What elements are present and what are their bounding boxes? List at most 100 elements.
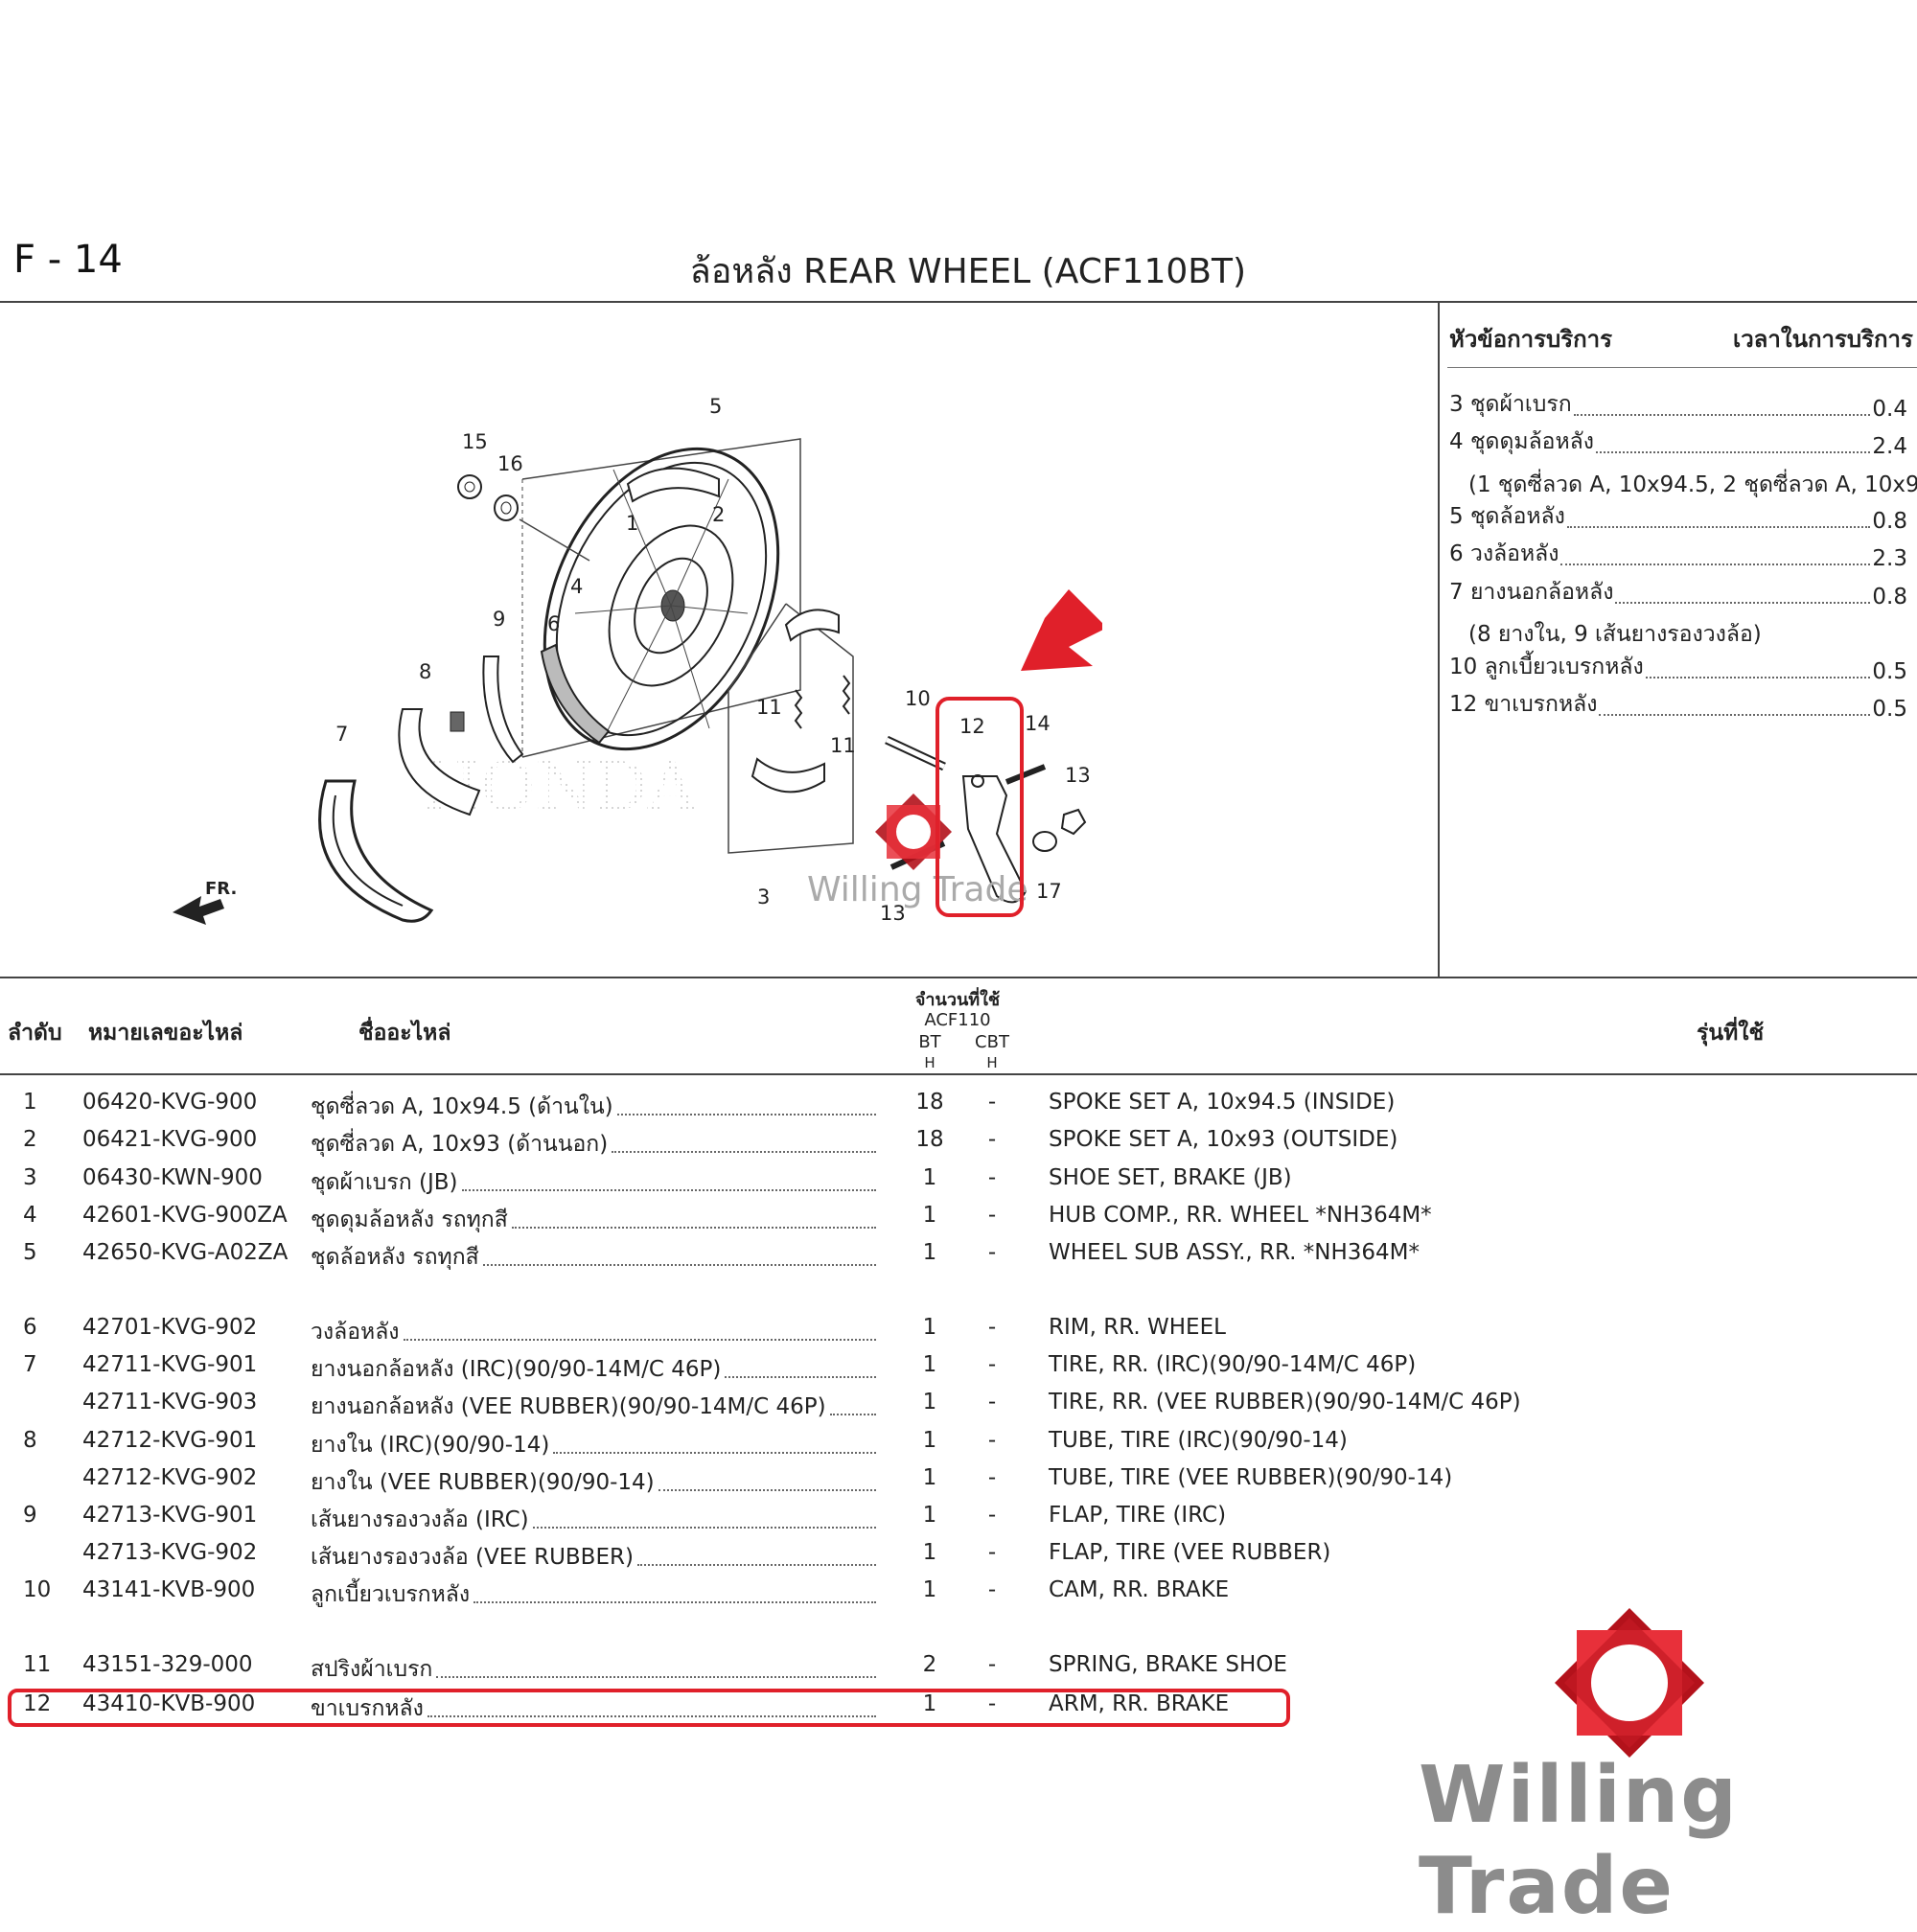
callout-4: 4 [570,575,584,598]
row-no: 9 [23,1503,37,1528]
brake-spring-b [842,675,851,715]
row-thai-name: วงล้อหลัง [311,1315,876,1349]
callout-5: 5 [709,395,723,418]
col-header-no: ลำดับ [8,1021,62,1046]
row-qty-cbt: - [987,1465,997,1490]
row-english-name: SPOKE SET A, 10x94.5 (INSIDE) [1049,1090,1396,1115]
callout-12: 12 [959,715,985,738]
brake-arm [961,775,1028,904]
row-qty-bt: 1 [922,1390,937,1414]
callout-10: 10 [905,687,931,710]
row-english-name: SHOE SET, BRAKE (JB) [1049,1165,1292,1190]
callout-11: 11 [756,696,782,719]
service-item-time: 0.8 [1872,509,1907,534]
row-part-no: 42713-KVG-902 [82,1540,258,1565]
row-thai-name: เส้นยางรองวงล้อ (VEE RUBBER) [311,1540,876,1575]
row-part-no: 42713-KVG-901 [82,1503,258,1528]
row-thai-name: สปริงผ้าเบรก [311,1652,876,1687]
row-thai-text: สปริงผ้าเบรก [311,1657,433,1682]
row-thai-name: ยางนอกล้อหลัง (IRC)(90/90-14M/C 46P) [311,1352,876,1387]
dot-leader [511,1203,876,1229]
row-english-name: SPRING, BRAKE SHOE [1049,1652,1287,1677]
row-no: 8 [23,1428,37,1453]
callout-15: 14 [1025,712,1051,735]
panel-divider [1438,301,1440,978]
row-english-name: TUBE, TIRE (VEE RUBBER)(90/90-14) [1049,1465,1453,1490]
dot-leader [427,1691,876,1717]
row-thai-text: ยางใน (VEE RUBBER)(90/90-14) [311,1470,655,1495]
row-qty-cbt: - [987,1390,997,1414]
dot-leader [658,1465,876,1491]
row-thai-text: ลูกเบี้ยวเบรกหลัง [311,1582,471,1607]
service-item-name: 6 วงล้อหลัง [1449,541,1559,566]
row-thai-name: ชุดดุมล้อหลัง รถทุกสี [311,1203,876,1237]
callout-6: 6 [547,612,561,635]
page-title: ล้อหลัง REAR WHEEL (ACF110BT) [689,252,1246,291]
row-thai-text: ชุดผ้าเบรก (JB) [311,1170,458,1195]
service-item-time: 0.8 [1872,585,1907,610]
diagram-bottom-rule [0,977,1917,978]
row-english-name: HUB COMP., RR. WHEEL *NH364M* [1049,1203,1432,1228]
row-thai-name: ชุดล้อหลัง รถทุกสี [311,1240,876,1275]
row-part-no: 42601-KVG-900ZA [82,1203,288,1228]
brake-shoe-upper [626,467,720,503]
row-qty-cbt: - [987,1203,997,1228]
row-qty-cbt: - [987,1127,997,1152]
row-english-name: ARM, RR. BRAKE [1049,1691,1230,1716]
row-thai-name: ขาเบรกหลัง [311,1691,876,1726]
dot-leader [473,1577,876,1603]
row-qty-cbt: - [987,1540,997,1565]
col-header-part-no: หมายเลขอะไหล่ [88,1021,243,1046]
row-qty-bt: 1 [922,1165,937,1190]
row-english-name: TUBE, TIRE (IRC)(90/90-14) [1049,1428,1348,1453]
col-header-bt: BT [918,1032,941,1052]
row-thai-text: ยางนอกล้อหลัง (VEE RUBBER)(90/90-14M/C 4… [311,1394,826,1419]
row-part-no: 06421-KVG-900 [82,1127,258,1152]
row-english-name: SPOKE SET A, 10x93 (OUTSIDE) [1049,1127,1398,1152]
willing-trade-logo-icon [1555,1608,1704,1758]
row-part-no: 42650-KVG-A02ZA [82,1240,289,1265]
assembly-frame [521,438,801,758]
row-qty-bt: 1 [922,1540,937,1565]
willing-trade-logo-icon [875,794,952,870]
row-english-name: WHEEL SUB ASSY., RR. *NH364M* [1049,1240,1420,1265]
dot-leader [1645,677,1871,678]
row-qty-bt: 1 [922,1503,937,1528]
row-thai-text: ชุดซี่ลวด A, 10x93 (ด้านนอก) [311,1132,609,1157]
row-no: 4 [23,1203,37,1228]
row-thai-text: ยางนอกล้อหลัง (IRC)(90/90-14M/C 46P) [311,1357,722,1382]
service-item-time: 0.5 [1872,659,1907,684]
row-qty-cbt: - [987,1652,997,1677]
service-heading-right: เวลาในการบริการ [1733,326,1913,353]
row-part-no: 42712-KVG-901 [82,1428,258,1453]
dot-leader [532,1503,876,1529]
top-rule [0,301,1917,303]
row-thai-text: ชุดดุมล้อหลัง รถทุกสี [311,1208,508,1232]
dot-leader [725,1352,876,1378]
service-item-time: 0.5 [1872,697,1907,722]
dot-leader [482,1240,876,1266]
row-qty-cbt: - [987,1090,997,1115]
service-heading-rule [1447,367,1917,368]
callout-3: 3 [757,886,771,908]
row-english-name: TIRE, RR. (VEE RUBBER)(90/90-14M/C 46P) [1049,1390,1521,1414]
tube-valve [450,711,465,732]
row-qty-cbt: - [987,1428,997,1453]
row-qty-bt: 1 [922,1203,937,1228]
col-header-models-used: รุ่นที่ใช้ [1697,1021,1765,1046]
col-header-cbt: CBT [975,1032,1009,1052]
row-english-name: RIM, RR. WHEEL [1049,1315,1226,1340]
brake-cam [885,735,946,771]
col-header-bt-sub: H [924,1054,935,1071]
service-heading-left: หัวข้อการบริการ [1449,326,1613,353]
